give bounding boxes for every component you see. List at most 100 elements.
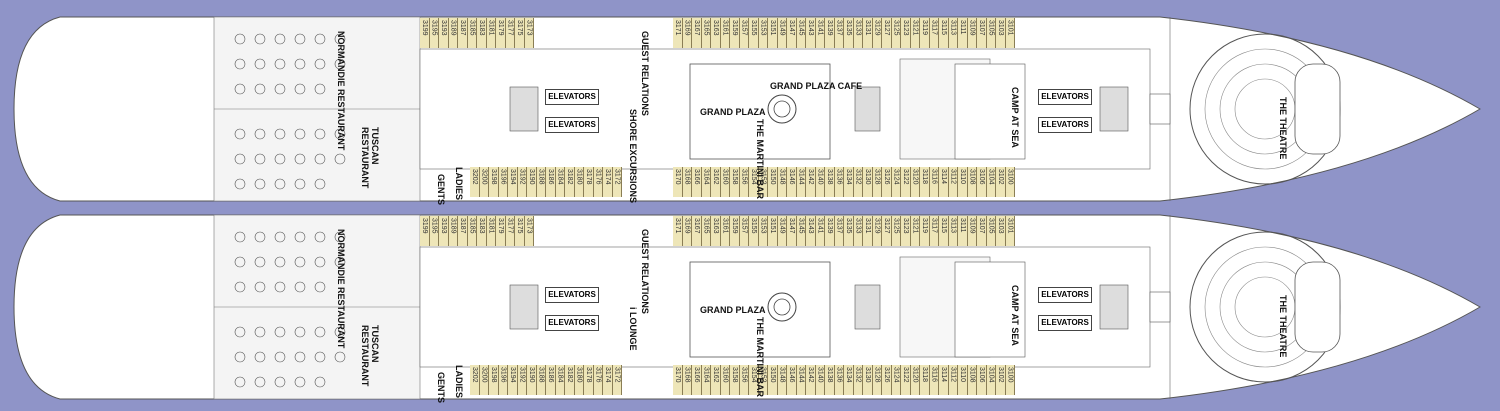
cabin-number: 3109 (968, 218, 976, 234)
cabin: 3192 (517, 167, 527, 197)
grand-plaza-cafe-label: GRAND PLAZA CAFE (770, 81, 863, 91)
cabin: 3181 (486, 216, 496, 246)
cabin: 3143 (806, 216, 816, 246)
cabin: 3137 (834, 216, 844, 246)
cabin-number: 3187 (459, 218, 466, 234)
cabin: 3157 (739, 18, 749, 48)
cabin: 3112 (948, 167, 958, 197)
cabin-number: 3173 (525, 20, 533, 36)
cabin-number: 3126 (883, 169, 890, 185)
cabin-number: 3189 (449, 20, 457, 36)
cabin-number: 3179 (497, 218, 504, 234)
cabin-number: 3193 (440, 218, 447, 234)
cabin: 3167 (692, 216, 702, 246)
ship-hull (13, 214, 1481, 400)
cabin-number: 3129 (873, 218, 881, 234)
cabin: 3194 (508, 167, 518, 197)
cabin: 3119 (920, 18, 930, 48)
theatre-label: THE THEATRE (1278, 97, 1288, 160)
cabin: 3101 (1005, 18, 1015, 48)
cabin: 3111 (958, 216, 968, 246)
cabin-number: 3182 (566, 169, 573, 185)
cabin-number: 3162 (712, 169, 719, 185)
cabin: 3202 (470, 167, 480, 197)
cabin: 3107 (977, 216, 987, 246)
cabin: 3172 (612, 365, 622, 395)
cabin-number: 3111 (959, 218, 966, 233)
elevators-label: ELEVATORS (545, 89, 599, 105)
cabin: 3102 (996, 167, 1006, 197)
cabin-number: 3130 (864, 367, 871, 383)
cabin-number: 3154 (750, 367, 757, 383)
cabin: 3199 (420, 216, 430, 246)
cabin-number: 3141 (816, 218, 824, 234)
cabin: 3148 (777, 167, 787, 197)
cabin: 3125 (891, 18, 901, 48)
cabin: 3151 (768, 18, 778, 48)
cabin: 3185 (467, 18, 477, 48)
cabin: 3121 (910, 18, 920, 48)
cabin-number: 3145 (797, 20, 805, 36)
cabin-number: 3157 (740, 20, 748, 36)
cabin: 3171 (673, 216, 683, 246)
cabin-number: 3111 (959, 20, 966, 35)
cabin-number: 3135 (845, 20, 852, 36)
cabin-number: 3196 (499, 169, 507, 185)
cabin-number: 3136 (835, 169, 843, 185)
cabin: 3185 (467, 216, 477, 246)
cabin-number: 3147 (788, 218, 795, 234)
cabin: 3173 (524, 18, 534, 48)
cabin-number: 3112 (949, 367, 957, 383)
cabin-number: 3182 (566, 367, 573, 383)
cabin: 3126 (882, 167, 892, 197)
cabin-number: 3195 (430, 218, 438, 234)
cabin: 3160 (720, 167, 730, 197)
cabin-number: 3140 (816, 367, 824, 383)
cabin-number: 3117 (930, 218, 938, 234)
cabin-number: 3134 (845, 169, 852, 185)
cabin-number: 3121 (911, 20, 919, 36)
cabin-number: 3167 (693, 20, 700, 36)
cabin: 3161 (720, 18, 730, 48)
cabin-number: 3108 (968, 367, 976, 383)
cabin: 3122 (901, 365, 911, 395)
cabin-number: 3171 (674, 20, 681, 36)
cabin-number: 3180 (575, 169, 583, 185)
cabin: 3134 (844, 365, 854, 395)
cabin-number: 3183 (478, 218, 485, 234)
cabin-number: 3105 (987, 20, 995, 36)
cabin: 3148 (777, 365, 787, 395)
shore-excursions-label: i LOUNGE (628, 307, 638, 351)
cabin-number: 3195 (430, 20, 438, 36)
cabin-number: 3170 (674, 169, 681, 185)
cabin: 3145 (796, 18, 806, 48)
gents-label: GENTS (436, 372, 446, 404)
cabin-number: 3161 (721, 20, 729, 36)
cabin-number: 3135 (845, 218, 852, 234)
camp-at-sea-label: CAMP AT SEA (1010, 285, 1020, 346)
cabin: 3182 (565, 365, 575, 395)
theatre-label: THE THEATRE (1278, 295, 1288, 358)
cabin-number: 3140 (816, 169, 824, 185)
cabin: 3182 (565, 167, 575, 197)
cabin: 3113 (948, 18, 958, 48)
cabin: 3152 (758, 167, 768, 197)
cabin: 3190 (527, 167, 537, 197)
cabin: 3188 (536, 167, 546, 197)
cabin-number: 3183 (478, 20, 485, 36)
cabin-number: 3120 (911, 367, 919, 383)
cabin-number: 3113 (949, 218, 957, 234)
cabin: 3128 (872, 167, 882, 197)
cabin: 3102 (996, 365, 1006, 395)
martini-bar-label: THE MARTINI BAR (755, 119, 765, 199)
cabin-number: 3116 (930, 169, 938, 185)
cabin: 3111 (958, 18, 968, 48)
cabin: 3149 (777, 18, 787, 48)
cabin-number: 3146 (788, 169, 795, 185)
cabin: 3146 (787, 365, 797, 395)
cabin-number: 3125 (892, 20, 900, 36)
cabin-number: 3107 (978, 20, 985, 36)
